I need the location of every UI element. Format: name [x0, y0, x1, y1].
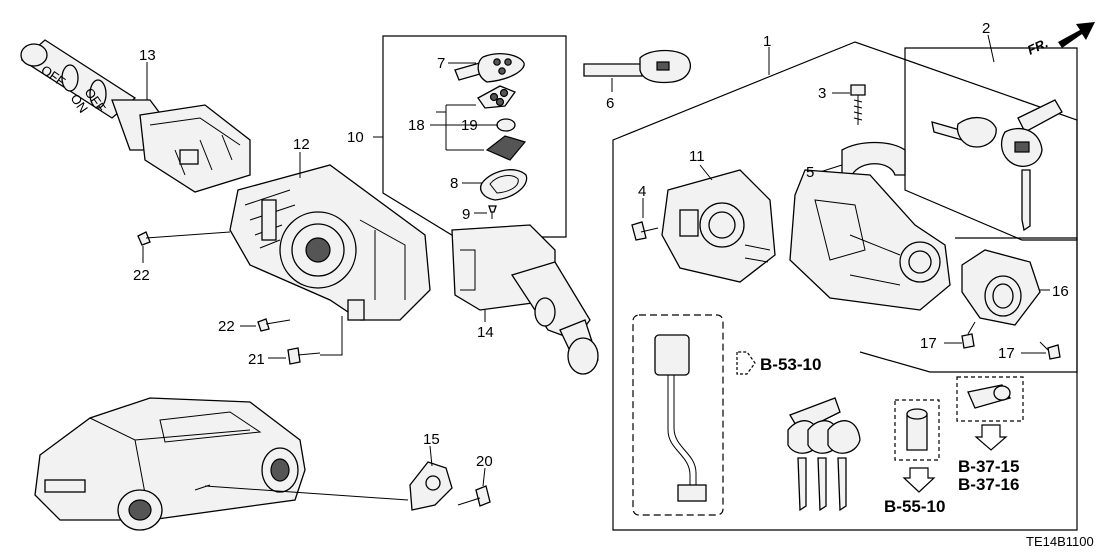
steering-lock-body	[789, 169, 951, 311]
key-set-2	[931, 99, 1063, 232]
callout-22a: 22	[133, 267, 150, 284]
key-blank-6	[583, 49, 691, 84]
screw-17b	[1039, 341, 1061, 360]
door-cylinder-dashed-box	[894, 399, 940, 461]
cylinder-subframe	[859, 237, 1078, 373]
bolt-3	[850, 84, 866, 125]
front-label: FR.	[1025, 35, 1050, 57]
callout-13: 13	[139, 47, 156, 64]
callout-5: 5	[806, 164, 814, 181]
reference-b-53-10: B-53-10	[760, 355, 821, 374]
screw-4	[631, 221, 659, 241]
callout-10: 10	[347, 129, 364, 146]
callout-2: 2	[982, 20, 990, 37]
bolt-21	[287, 347, 321, 365]
wire-harness-dashed-box	[632, 314, 724, 516]
reference-arrow-b3715	[974, 424, 1008, 451]
callout-11: 11	[689, 148, 705, 165]
callout-4: 4	[638, 183, 646, 200]
callout-1: 1	[763, 33, 771, 50]
reference-arrow-b5310	[736, 351, 756, 375]
trunk-lock-cylinder	[967, 384, 1012, 409]
reference-b-37-15: B-37-15	[958, 457, 1019, 476]
ignition-switch-11	[661, 169, 776, 283]
keys-bundle	[787, 397, 861, 512]
callout-17a: 17	[920, 335, 937, 352]
callout-16: 16	[1052, 283, 1069, 300]
callout-17b: 17	[998, 345, 1015, 362]
callout-8: 8	[450, 175, 458, 192]
bolt-20	[457, 485, 491, 507]
callout-20: 20	[476, 453, 493, 470]
callout-3: 3	[818, 85, 826, 102]
cylinder-dashed-box	[956, 376, 1024, 422]
wire-harness	[654, 334, 707, 502]
reference-b-55-10: B-55-10	[884, 497, 945, 516]
callout-22b: 22	[218, 318, 235, 335]
callout-7: 7	[437, 55, 445, 72]
callout-19: 19	[461, 117, 478, 134]
combination-switch-14	[451, 224, 599, 375]
screw-9	[488, 205, 497, 219]
screw-17a	[961, 321, 976, 349]
callout-12: 12	[293, 136, 310, 153]
front-direction-arrow	[1058, 22, 1095, 48]
drawing-code: TE14B1100	[1026, 534, 1094, 549]
callout-14: 14	[477, 324, 494, 341]
screw-22b	[257, 318, 291, 332]
reference-arrow-b5510	[902, 467, 936, 493]
callout-18: 18	[408, 117, 425, 134]
cable-reel-housing-12	[229, 164, 431, 321]
door-lock-cylinder	[906, 408, 928, 451]
callout-21: 21	[248, 351, 265, 368]
reference-b-37-16: B-37-16	[958, 475, 1019, 494]
fob-board-18	[485, 135, 527, 161]
key-cylinder-16	[961, 249, 1041, 326]
key-fob-7	[454, 53, 525, 83]
key-set-frame	[904, 47, 1078, 241]
callout-15: 15	[423, 431, 440, 448]
car-illustration	[34, 397, 306, 531]
fob-rubber-pad-18	[477, 85, 517, 109]
callout-6: 6	[606, 95, 614, 112]
battery-19	[496, 118, 516, 132]
bracket-clamp-5	[841, 141, 906, 176]
fob-case-8	[480, 169, 528, 201]
door-switch-15	[409, 461, 453, 511]
callout-9: 9	[462, 206, 470, 223]
combination-switch-stalk-13	[20, 39, 251, 193]
screw-22a	[137, 231, 231, 246]
